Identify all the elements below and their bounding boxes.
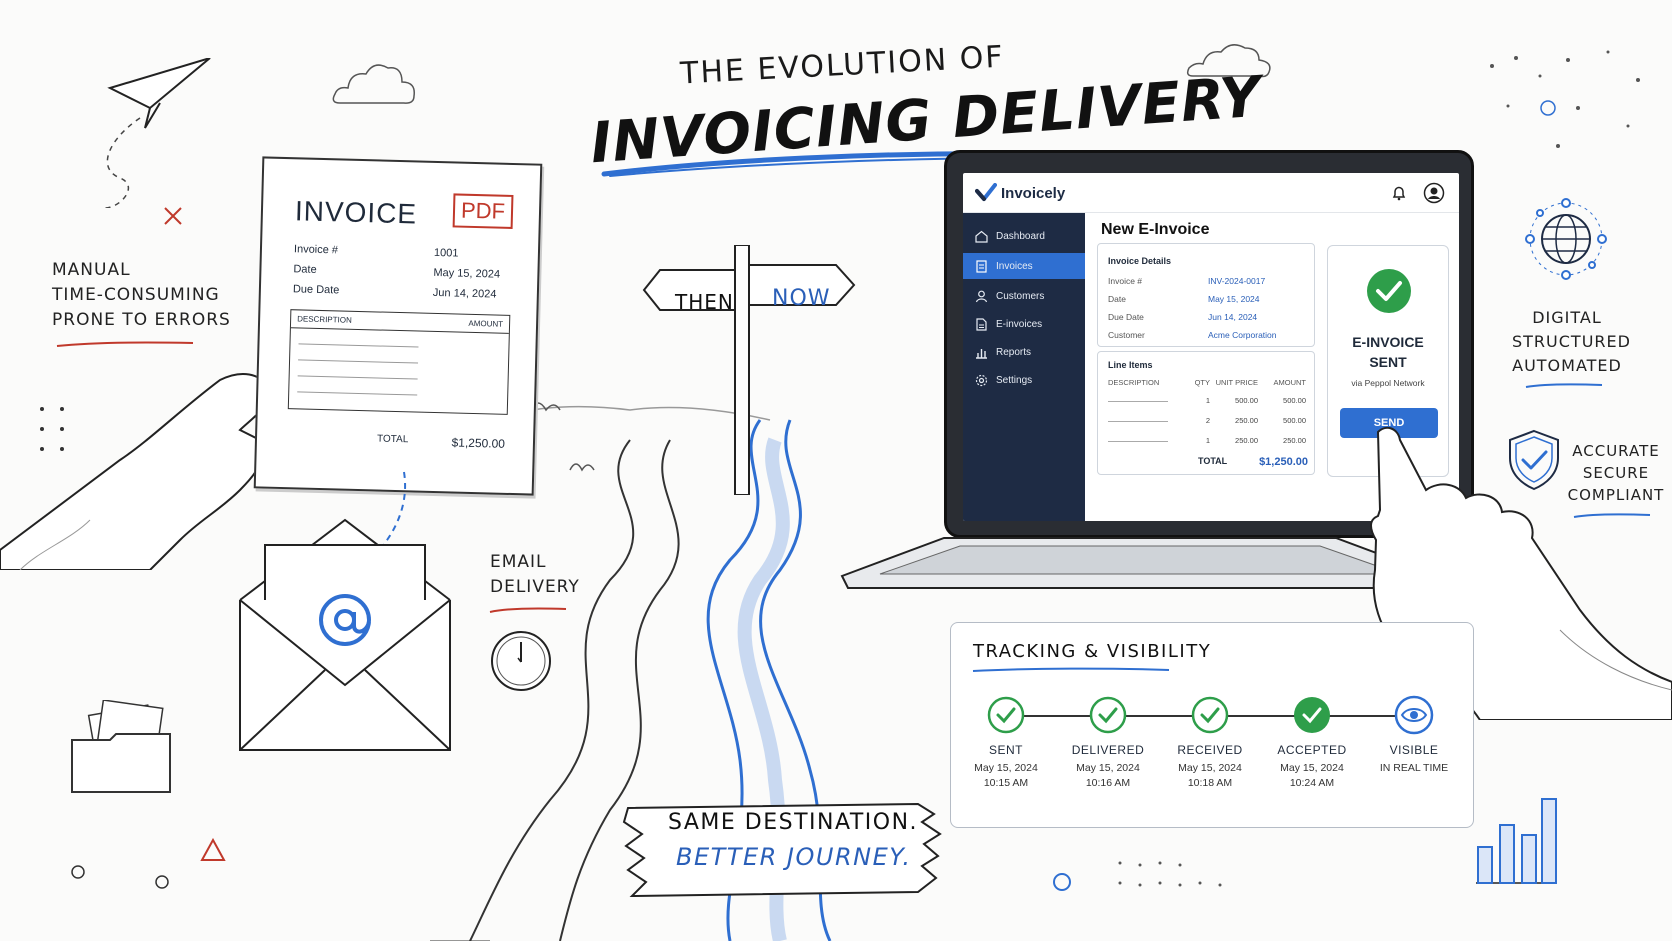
email-underline <box>489 607 567 613</box>
user-icon <box>975 290 988 302</box>
tracking-step-sent[interactable]: SENT May 15, 2024 10:15 AM <box>951 695 1061 789</box>
paper-invoice-field: Invoice # 1001 <box>293 243 459 260</box>
accurate-underline <box>1573 513 1651 518</box>
email-label: EMAIL DELIVERY <box>490 552 580 597</box>
checkmark-logo-icon <box>975 183 997 201</box>
e-invoice-sent-title: E-INVOICE SENT <box>1352 334 1424 370</box>
home-icon <box>975 230 988 243</box>
tracking-title: TRACKING & VISIBILITY <box>973 641 1212 662</box>
gear-icon <box>975 374 988 386</box>
sign-now: NOW <box>772 286 831 311</box>
slogan-line-1: SAME DESTINATION. <box>668 810 919 835</box>
sign-then: THEN <box>675 290 734 314</box>
eye-icon <box>1394 695 1434 735</box>
detail-row: Invoice #INV-2024-0017 <box>1108 276 1266 286</box>
line-items-panel: Line Items DESCRIPTION QTY UNIT PRICE AM… <box>1097 351 1315 475</box>
invoicely-app: Invoicely Dashboard Invoices C <box>963 173 1459 521</box>
paper-plane-icon <box>104 58 211 208</box>
line-items-total: TOTAL $1,250.00 <box>1198 456 1308 468</box>
tracking-step-delivered[interactable]: DELIVERED May 15, 2024 10:16 AM <box>1053 695 1163 789</box>
sidebar: Dashboard Invoices Customers E-invoices … <box>963 213 1085 521</box>
cloud-icon <box>1186 44 1271 78</box>
paper-invoice-field: Date May 15, 2024 <box>293 263 501 281</box>
at-sign-icon <box>319 594 371 646</box>
clock-icon <box>491 631 551 691</box>
peppol-subtitle: via Peppol Network <box>1351 378 1425 388</box>
app-topbar: Invoicely <box>963 173 1459 213</box>
check-circle-icon <box>1089 696 1127 734</box>
digital-label: DIGITAL STRUCTURED AUTOMATED <box>1512 308 1631 375</box>
folder-icon <box>71 700 171 793</box>
accurate-label: ACCURATE SECURE COMPLIANT <box>1567 442 1665 504</box>
bar-chart-icon <box>1476 798 1557 884</box>
manual-underline <box>56 341 194 347</box>
pdf-document-icon: PDF <box>452 193 514 229</box>
circle-doodle-icon <box>71 865 169 889</box>
tracking-step-received[interactable]: RECEIVED May 15, 2024 10:18 AM <box>1155 695 1265 789</box>
x-mark-icon <box>164 207 182 225</box>
globe-network-icon <box>1525 198 1607 280</box>
line-items-header: DESCRIPTION QTY UNIT PRICE AMOUNT <box>1108 378 1306 387</box>
sidebar-item-dashboard[interactable]: Dashboard <box>963 223 1085 249</box>
table-row[interactable]: 1 250.00 250.00 <box>1108 436 1306 445</box>
sidebar-item-settings[interactable]: Settings <box>963 367 1085 393</box>
sidebar-item-e-invoices[interactable]: E-invoices <box>963 311 1085 337</box>
dot-grid-icon <box>40 407 64 451</box>
tracking-step-visible[interactable]: VISIBLE IN REAL TIME <box>1359 695 1469 777</box>
table-row[interactable]: 2 250.00 500.00 <box>1108 416 1306 425</box>
sidebar-item-reports[interactable]: Reports <box>963 339 1085 365</box>
digital-underline <box>1525 383 1603 388</box>
dot-scatter-icon <box>1118 861 1222 887</box>
paper-invoice-field: Due Date Jun 14, 2024 <box>292 283 497 301</box>
circle-doodle-icon <box>1053 873 1071 891</box>
document-icon <box>976 259 987 273</box>
manual-label: MANUAL TIME-CONSUMING PRONE TO ERRORS <box>52 260 231 330</box>
new-e-invoice-title: New E-Invoice <box>1101 221 1210 238</box>
user-avatar-icon[interactable] <box>1423 182 1445 204</box>
triangle-icon <box>200 838 226 861</box>
check-circle-filled-icon <box>1294 697 1330 733</box>
cloud-icon <box>332 64 415 104</box>
sidebar-item-invoices[interactable]: Invoices <box>963 253 1085 279</box>
table-row[interactable]: 1 500.00 500.00 <box>1108 396 1306 405</box>
tracking-panel: TRACKING & VISIBILITY SENT May 15, 2024 … <box>950 622 1474 828</box>
paper-invoice-total: TOTAL $1,250.00 <box>376 433 506 451</box>
tracking-step-accepted[interactable]: ACCEPTED May 15, 2024 10:24 AM <box>1257 695 1367 789</box>
chart-icon <box>976 348 987 359</box>
signpost <box>642 245 856 495</box>
check-circle-filled-icon <box>1367 269 1411 313</box>
sidebar-item-customers[interactable]: Customers <box>963 283 1085 309</box>
paper-invoice: INVOICE PDF Invoice # 1001 Date May 15, … <box>253 156 543 496</box>
paper-invoice-title: INVOICE <box>294 195 418 230</box>
slogan-banner <box>622 802 942 898</box>
email-envelope <box>239 518 451 751</box>
shield-check-icon <box>1509 429 1559 491</box>
app-name: Invoicely <box>1001 185 1066 202</box>
invoice-details-panel: Invoice Details Invoice #INV-2024-0017 D… <box>1097 243 1315 347</box>
file-icon <box>976 317 987 331</box>
bell-icon[interactable] <box>1391 185 1407 201</box>
laptop-base <box>840 537 1440 589</box>
check-circle-icon <box>987 696 1025 734</box>
slogan-line-2: BETTER JOURNEY. <box>676 843 912 871</box>
dot-scatter-icon <box>1490 50 1640 148</box>
title-top: THE EVOLUTION OF <box>679 39 1006 92</box>
tracking-underline <box>972 667 1170 672</box>
paper-invoice-table: DESCRIPTION AMOUNT <box>287 309 511 415</box>
check-circle-icon <box>1191 696 1229 734</box>
